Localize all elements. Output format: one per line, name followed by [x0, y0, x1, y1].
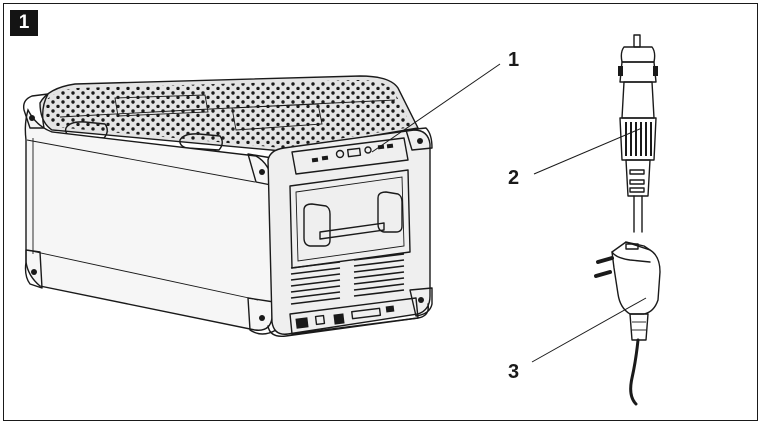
ac-plug-illustration [596, 242, 660, 404]
dc-plug-illustration [618, 35, 658, 232]
callout-2: 2 [508, 167, 519, 189]
coolbox-illustration [24, 76, 432, 336]
callout-1: 1 [508, 49, 519, 71]
callout-3: 3 [508, 361, 519, 383]
